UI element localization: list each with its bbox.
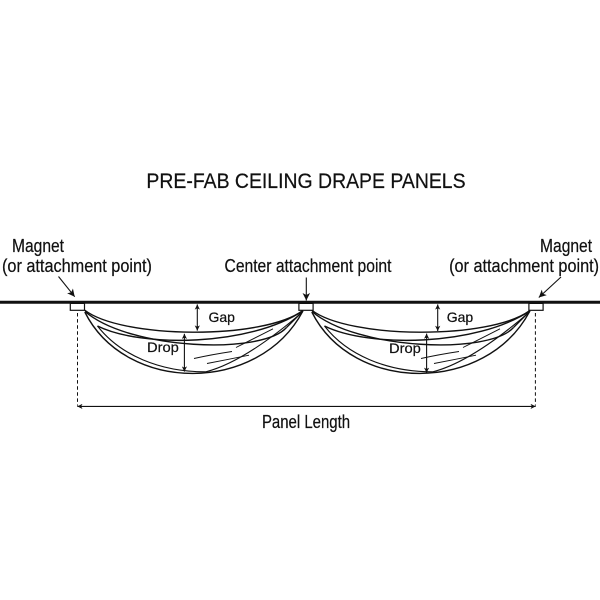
diagram-title: PRE-FAB CEILING DRAPE PANELS	[146, 169, 466, 193]
center-attachment-label: Center attachment point	[224, 256, 391, 277]
panel-length-label: Panel Length	[261, 411, 351, 432]
left-attachment-magnet	[69, 302, 86, 311]
right-drop-label: Drop	[389, 340, 421, 357]
right-magnet-label-line2: (or attachment point)	[449, 256, 599, 277]
left-swag	[83, 309, 304, 375]
left-magnet-pointer-arrow	[58, 276, 76, 298]
right-attachment-magnet	[528, 302, 544, 311]
right-magnet-pointer-arrow	[538, 276, 562, 298]
left-gap-label: Gap	[208, 308, 235, 325]
left-magnet-label-line2: (or attachment point)	[2, 256, 152, 277]
center-attachment-point	[298, 302, 314, 311]
left-magnet-label-line1: Magnet	[12, 236, 65, 257]
right-magnet-label-line1: Magnet	[539, 236, 592, 257]
right-gap-label: Gap	[446, 308, 474, 325]
linework-group	[0, 276, 600, 409]
left-drop-label: Drop	[147, 338, 179, 355]
